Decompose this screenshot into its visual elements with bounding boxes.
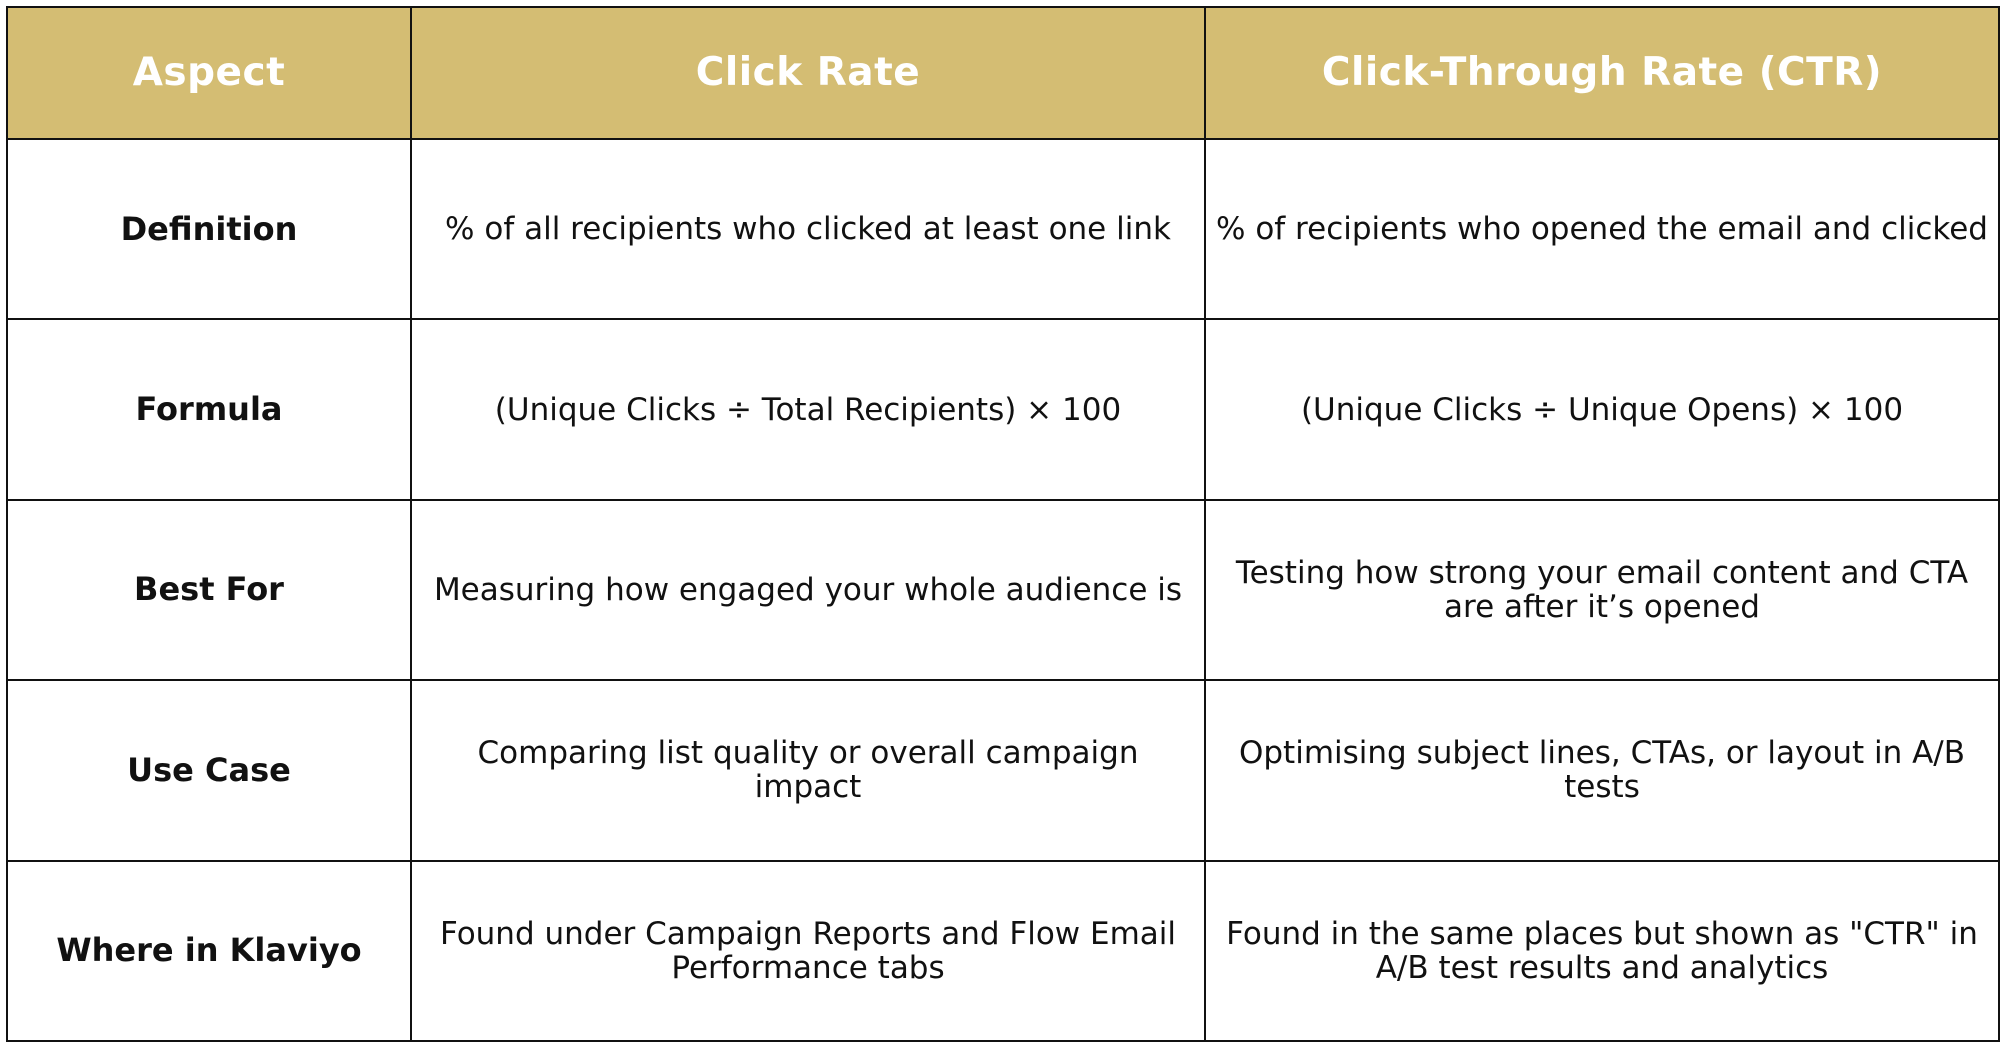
header-click-rate: Click Rate xyxy=(410,6,1206,140)
header-ctr: Click-Through Rate (CTR) xyxy=(1204,6,2000,140)
comparison-table: Aspect Click Rate Click-Through Rate (CT… xyxy=(6,6,2000,1043)
click-rate-cell: Found under Campaign Reports and Flow Em… xyxy=(410,859,1206,1043)
ctr-cell: % of recipients who opened the email and… xyxy=(1204,137,2000,321)
ctr-cell: Testing how strong your email content an… xyxy=(1204,498,2000,682)
click-rate-cell: Comparing list quality or overall campai… xyxy=(410,679,1206,862)
table-row-use-case: Use Case Comparing list quality or overa… xyxy=(6,679,2000,862)
table-row-definition: Definition % of all recipients who click… xyxy=(6,137,2000,321)
ctr-cell: Found in the same places but shown as "C… xyxy=(1204,859,2000,1043)
row-label: Formula xyxy=(6,318,412,501)
table-row-where-in-klaviyo: Where in Klaviyo Found under Campaign Re… xyxy=(6,859,2000,1043)
row-label: Best For xyxy=(6,498,412,682)
header-aspect: Aspect xyxy=(6,6,412,140)
click-rate-cell: Measuring how engaged your whole audienc… xyxy=(410,498,1206,682)
click-rate-cell: % of all recipients who clicked at least… xyxy=(410,137,1206,321)
row-label: Use Case xyxy=(6,679,412,862)
table-row-best-for: Best For Measuring how engaged your whol… xyxy=(6,498,2000,682)
row-label: Where in Klaviyo xyxy=(6,859,412,1043)
ctr-cell: (Unique Clicks ÷ Unique Opens) × 100 xyxy=(1204,318,2000,501)
table-row-formula: Formula (Unique Clicks ÷ Total Recipient… xyxy=(6,318,2000,501)
ctr-cell: Optimising subject lines, CTAs, or layou… xyxy=(1204,679,2000,862)
table-header-row: Aspect Click Rate Click-Through Rate (CT… xyxy=(6,6,2000,140)
click-rate-cell: (Unique Clicks ÷ Total Recipients) × 100 xyxy=(410,318,1206,501)
row-label: Definition xyxy=(6,137,412,321)
